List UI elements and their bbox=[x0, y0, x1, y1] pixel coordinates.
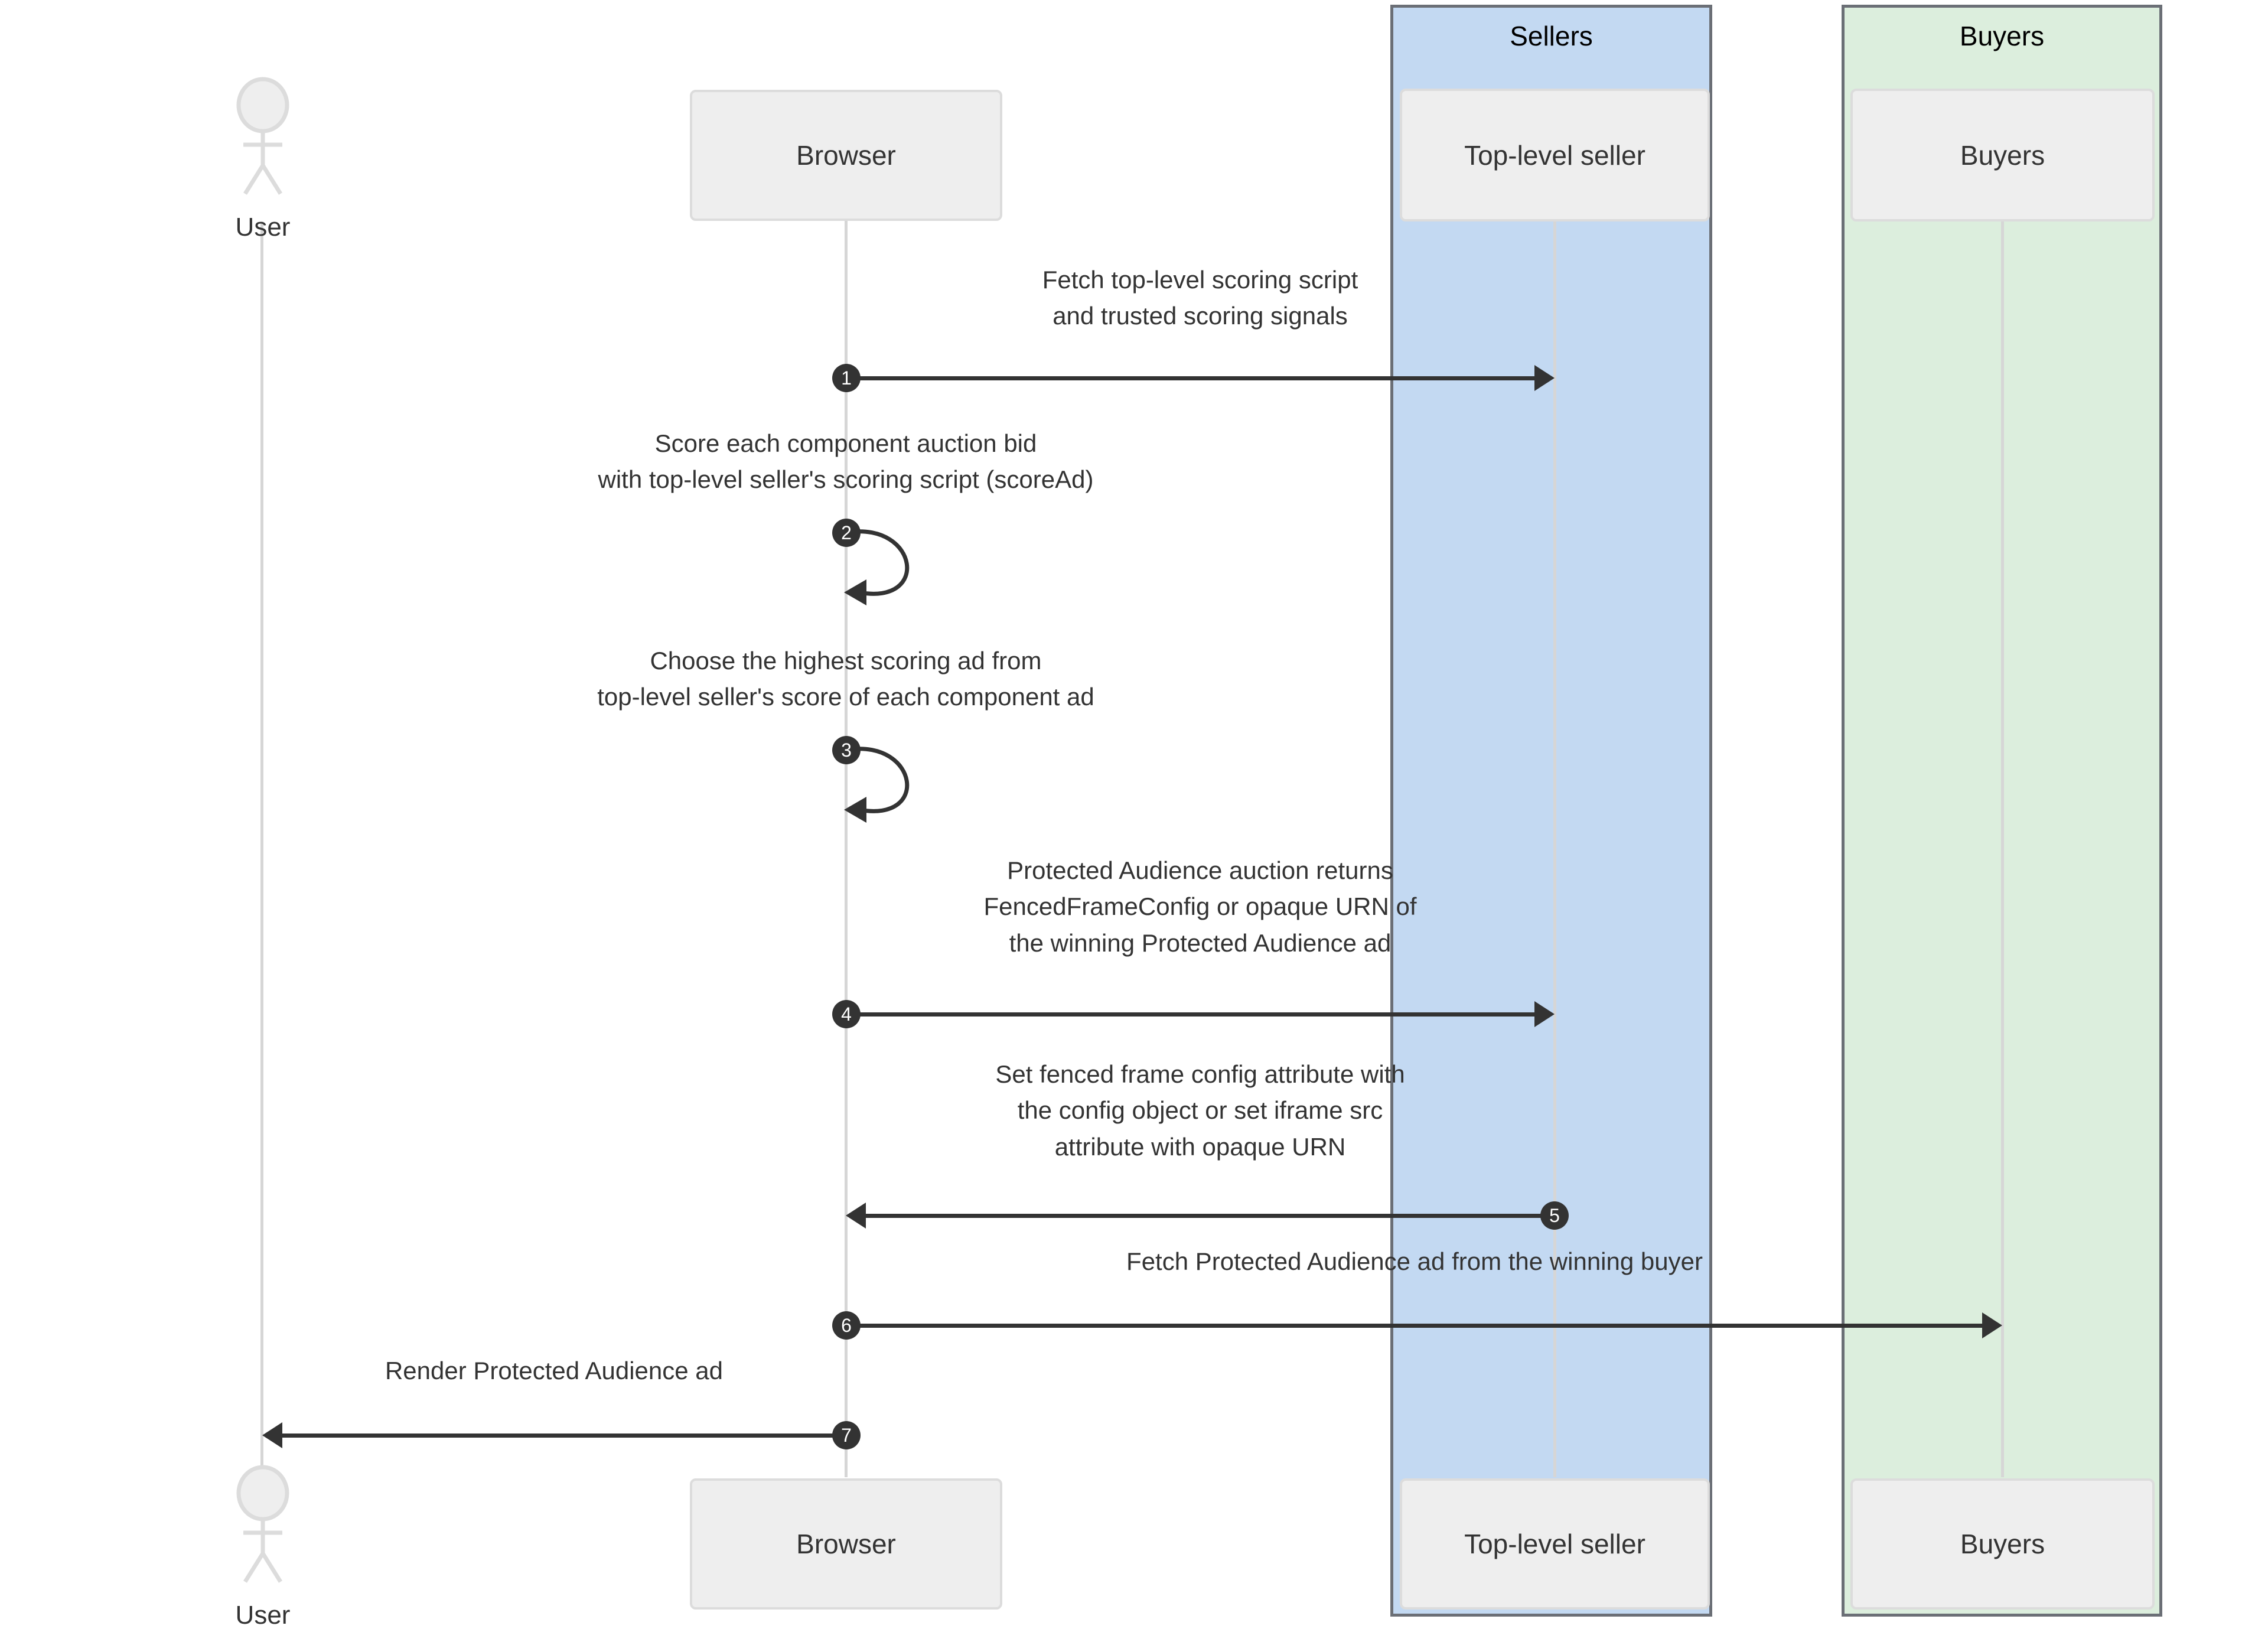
lifeline-user bbox=[260, 221, 263, 1494]
lifeline-seller bbox=[1553, 220, 1556, 1477]
message-2-self-loop bbox=[842, 517, 972, 614]
message-1-line bbox=[846, 376, 1534, 380]
message-6-text: Fetch Protected Audience ad from the win… bbox=[846, 1243, 1983, 1279]
user-stick-figure-icon bbox=[236, 77, 289, 195]
message-3-badge: 3 bbox=[832, 736, 861, 764]
message-2-badge: 2 bbox=[832, 519, 861, 547]
participant-seller-top: Top-level seller bbox=[1400, 89, 1710, 221]
lifeline-browser bbox=[845, 220, 848, 1477]
actor-label-user-top: User bbox=[235, 213, 291, 242]
message-1-arrowhead bbox=[1534, 365, 1555, 391]
message-4-line-3: the winning Protected Audience ad bbox=[1009, 928, 1392, 957]
message-5-line bbox=[866, 1214, 1555, 1218]
message-1-line-1: Fetch top-level scoring script bbox=[1042, 266, 1358, 294]
actor-label-user-bottom: User bbox=[235, 1601, 291, 1630]
message-7-badge: 7 bbox=[832, 1421, 861, 1449]
self-loop-arc-icon bbox=[844, 747, 910, 823]
message-6-badge: 6 bbox=[832, 1311, 861, 1340]
group-label-buyers: Buyers bbox=[1959, 21, 2045, 51]
message-5-arrowhead bbox=[846, 1203, 866, 1229]
message-6-arrowhead bbox=[1982, 1312, 2002, 1338]
group-label-sellers: Sellers bbox=[1510, 21, 1593, 51]
message-3-text: Choose the highest scoring ad from top-l… bbox=[196, 643, 1495, 715]
message-5-text: Set fenced frame config attribute with t… bbox=[846, 1056, 1555, 1165]
message-3-line-1: Choose the highest scoring ad from bbox=[650, 647, 1042, 675]
participant-buyers-bottom: Buyers bbox=[1850, 1478, 2155, 1610]
participant-buyers-top: Buyers bbox=[1850, 89, 2155, 221]
group-box-sellers bbox=[1390, 5, 1712, 1617]
message-2-line-1: Score each component auction bid bbox=[654, 429, 1037, 457]
message-7-line bbox=[282, 1434, 846, 1438]
message-5-line-1: Set fenced frame config attribute with bbox=[995, 1060, 1405, 1088]
message-4-badge: 4 bbox=[832, 1000, 861, 1028]
message-6-line-1: Fetch Protected Audience ad from the win… bbox=[1126, 1247, 1703, 1275]
message-4-text: Protected Audience auction returns Fence… bbox=[846, 852, 1555, 961]
user-stick-figure-icon bbox=[236, 1465, 289, 1583]
participant-browser-bottom: Browser bbox=[690, 1478, 1002, 1610]
message-4-line bbox=[846, 1012, 1534, 1017]
message-3-self-loop bbox=[842, 734, 972, 832]
message-1-badge: 1 bbox=[832, 364, 861, 392]
message-5-line-2: the config object or set iframe src bbox=[1017, 1096, 1383, 1125]
message-4-line-2: FencedFrameConfig or opaque URN of bbox=[983, 892, 1417, 921]
lifeline-buyers bbox=[2001, 220, 2004, 1477]
message-1-line-2: and trusted scoring signals bbox=[1052, 302, 1348, 330]
message-2-text: Score each component auction bid with to… bbox=[196, 425, 1495, 498]
message-7-arrowhead bbox=[262, 1422, 282, 1448]
participant-seller-bottom: Top-level seller bbox=[1400, 1478, 1710, 1610]
actor-user-top bbox=[219, 77, 307, 195]
message-3-line-2: top-level seller's score of each compone… bbox=[597, 683, 1094, 711]
message-4-line-1: Protected Audience auction returns bbox=[1007, 856, 1393, 884]
actor-user-bottom bbox=[219, 1465, 307, 1583]
message-2-line-2: with top-level seller's scoring script (… bbox=[598, 465, 1094, 494]
message-6-line bbox=[846, 1324, 1982, 1328]
self-loop-arc-icon bbox=[844, 529, 910, 605]
message-5-line-3: attribute with opaque URN bbox=[1054, 1132, 1346, 1161]
message-1-text: Fetch top-level scoring script and trust… bbox=[846, 262, 1555, 334]
participant-browser-top: Browser bbox=[690, 90, 1002, 221]
message-4-arrowhead bbox=[1534, 1001, 1555, 1027]
message-5-badge: 5 bbox=[1540, 1201, 1569, 1230]
message-7-text: Render Protected Audience ad bbox=[262, 1353, 846, 1389]
message-7-line-1: Render Protected Audience ad bbox=[384, 1357, 724, 1384]
